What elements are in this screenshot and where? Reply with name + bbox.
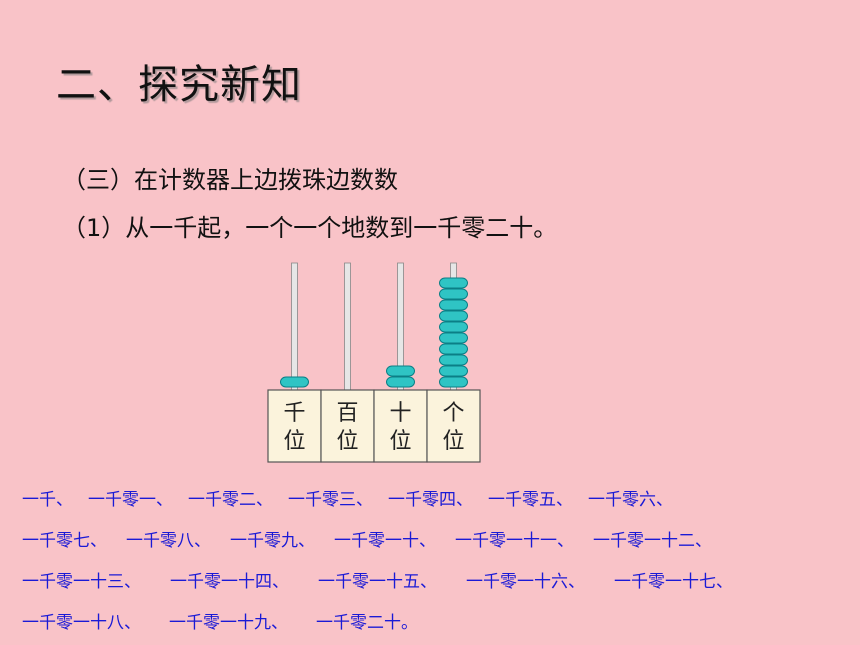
sequence-number: 一千零七、	[22, 531, 107, 551]
sequence-number: 一千零四、	[388, 490, 473, 510]
place-name-text: 千	[283, 401, 305, 426]
abacus-bead	[439, 376, 468, 388]
sequence-number: 一千零二十。	[316, 613, 418, 633]
abacus-rod	[291, 262, 298, 391]
sequence-number: 一千零一十七、	[614, 572, 733, 592]
step-instruction: （1）从一千起，一个一个地数到一千零二十。	[62, 214, 558, 242]
sequence-number: 一千零一十八、	[22, 613, 141, 633]
sequence-number: 一千零九、	[230, 531, 315, 551]
place-name-text: 个	[442, 401, 464, 426]
abacus-rod	[344, 262, 351, 391]
sequence-line: 一千、一千零一、一千零二、一千零三、一千零四、一千零五、一千零六、	[22, 480, 852, 521]
abacus-bead	[280, 376, 309, 388]
abacus-bead	[439, 354, 468, 366]
abacus-bead	[386, 376, 415, 388]
place-name-text: 百	[336, 401, 358, 426]
place-suffix-text: 位	[283, 429, 305, 454]
abacus-column-3: 个位	[426, 262, 481, 463]
sequence-number: 一千零二、	[188, 490, 273, 510]
abacus-bead	[439, 365, 468, 377]
sequence-line: 一千零一十八、 一千零一十九、 一千零二十。	[22, 603, 852, 644]
page-title: 二、探究新知	[56, 62, 302, 108]
abacus-column-1: 百位	[320, 262, 375, 463]
sequence-number: 一千零一十五、	[318, 572, 437, 592]
sequence-number: 一千零一十四、	[170, 572, 289, 592]
sequence-line: 一千零七、一千零八、一千零九、一千零一十、一千零一十一、一千零一十二、	[22, 521, 852, 562]
sequence-number: 一千零六、	[588, 490, 673, 510]
sequence-number: 一千零一十一、	[455, 531, 574, 551]
place-label-box	[267, 389, 322, 463]
sequence-number: 一千零三、	[288, 490, 373, 510]
sequence-number: 一千零一十二、	[593, 531, 712, 551]
sequence-number: 一千零一十六、	[466, 572, 585, 592]
abacus-bead	[386, 365, 415, 377]
abacus-bead	[439, 299, 468, 311]
sequence-number: 一千零五、	[488, 490, 573, 510]
abacus-bead	[439, 310, 468, 322]
sequence-number: 一千零一十、	[334, 531, 436, 551]
abacus-column-2: 十位	[373, 262, 428, 463]
sequence-number: 一千零一十三、	[22, 572, 141, 592]
place-suffix-text: 位	[389, 429, 411, 454]
counting-sequence: 一千、一千零一、一千零二、一千零三、一千零四、一千零五、一千零六、一千零七、一千…	[22, 480, 852, 644]
place-suffix-text: 位	[336, 429, 358, 454]
sequence-number: 一千、	[22, 490, 73, 510]
abacus-bead	[439, 277, 468, 289]
abacus-bead	[439, 321, 468, 333]
place-label-box	[320, 389, 375, 463]
abacus-bead	[439, 288, 468, 300]
sequence-line: 一千零一十三、 一千零一十四、 一千零一十五、 一千零一十六、 一千零一十七、	[22, 562, 852, 603]
sequence-number: 一千零一十九、	[169, 613, 288, 633]
abacus-bead	[439, 343, 468, 355]
sequence-number: 一千零八、	[126, 531, 211, 551]
section-subtitle: （三）在计数器上边拨珠边数数	[62, 166, 398, 194]
place-suffix-text: 位	[442, 429, 464, 454]
place-name-text: 十	[389, 401, 411, 426]
place-label-box	[426, 389, 481, 463]
abacus-bead	[439, 332, 468, 344]
abacus-column-0: 千位	[267, 262, 322, 463]
sequence-number: 一千零一、	[88, 490, 173, 510]
